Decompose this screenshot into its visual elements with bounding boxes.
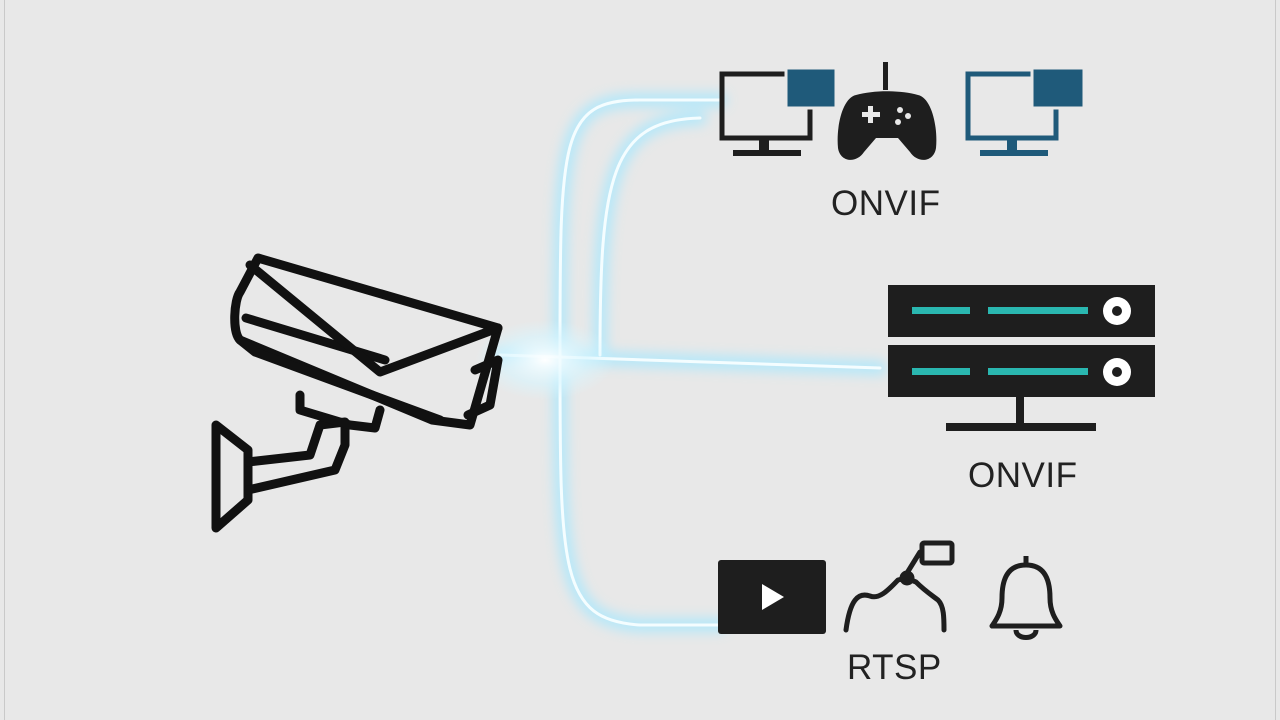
connector-top-inner (598, 116, 702, 357)
connector-bottom (558, 353, 722, 627)
bottom-group-label: RTSP (847, 648, 942, 687)
middle-group-label: ONVIF (968, 456, 1078, 495)
connector-top (558, 98, 722, 357)
bell-icon (989, 556, 1063, 640)
connector-burst (475, 320, 615, 400)
video-play-icon (718, 560, 826, 634)
monitor-icon (719, 66, 838, 156)
gamepad-icon (837, 62, 937, 160)
left-border (4, 0, 5, 720)
right-border (1275, 0, 1276, 720)
top-group-label: ONVIF (831, 184, 941, 223)
motion-detection-icon (843, 540, 955, 633)
server-icon (888, 285, 1155, 431)
security-camera-icon (211, 253, 503, 533)
monitor-icon (965, 66, 1086, 156)
